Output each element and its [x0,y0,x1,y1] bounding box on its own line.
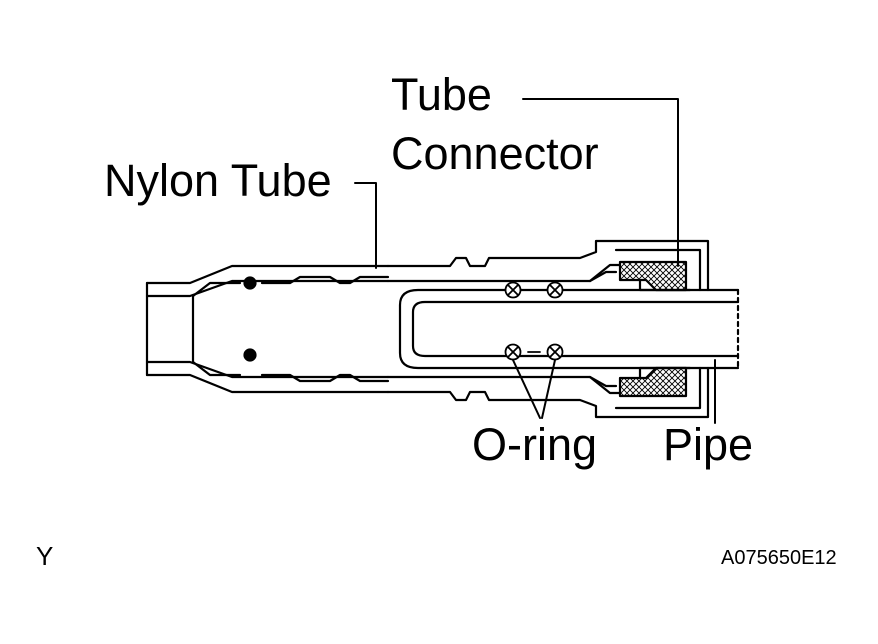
label-tube: Tube [391,69,492,120]
connector-stem-barbs [191,275,390,383]
label-connector: Connector [391,128,599,179]
label-nylon-tube: Nylon Tube [104,155,332,206]
leader-lines [354,98,716,424]
stem-o-rings [243,276,257,362]
leader-o-ring-a [512,359,541,419]
pipe [398,288,740,370]
leader-nylon-tube [354,182,377,269]
pipe-o-rings [504,281,564,361]
nylon-tube [145,264,390,394]
label-pipe: Pipe [663,419,754,470]
retainer-pads [618,260,688,398]
leader-o-ring-b [541,359,556,419]
figure-code: A075650E12 [721,547,837,569]
label-o-ring: O-ring [472,419,598,470]
leader-tube-connector [522,98,679,267]
corner-letter: Y [36,541,54,571]
